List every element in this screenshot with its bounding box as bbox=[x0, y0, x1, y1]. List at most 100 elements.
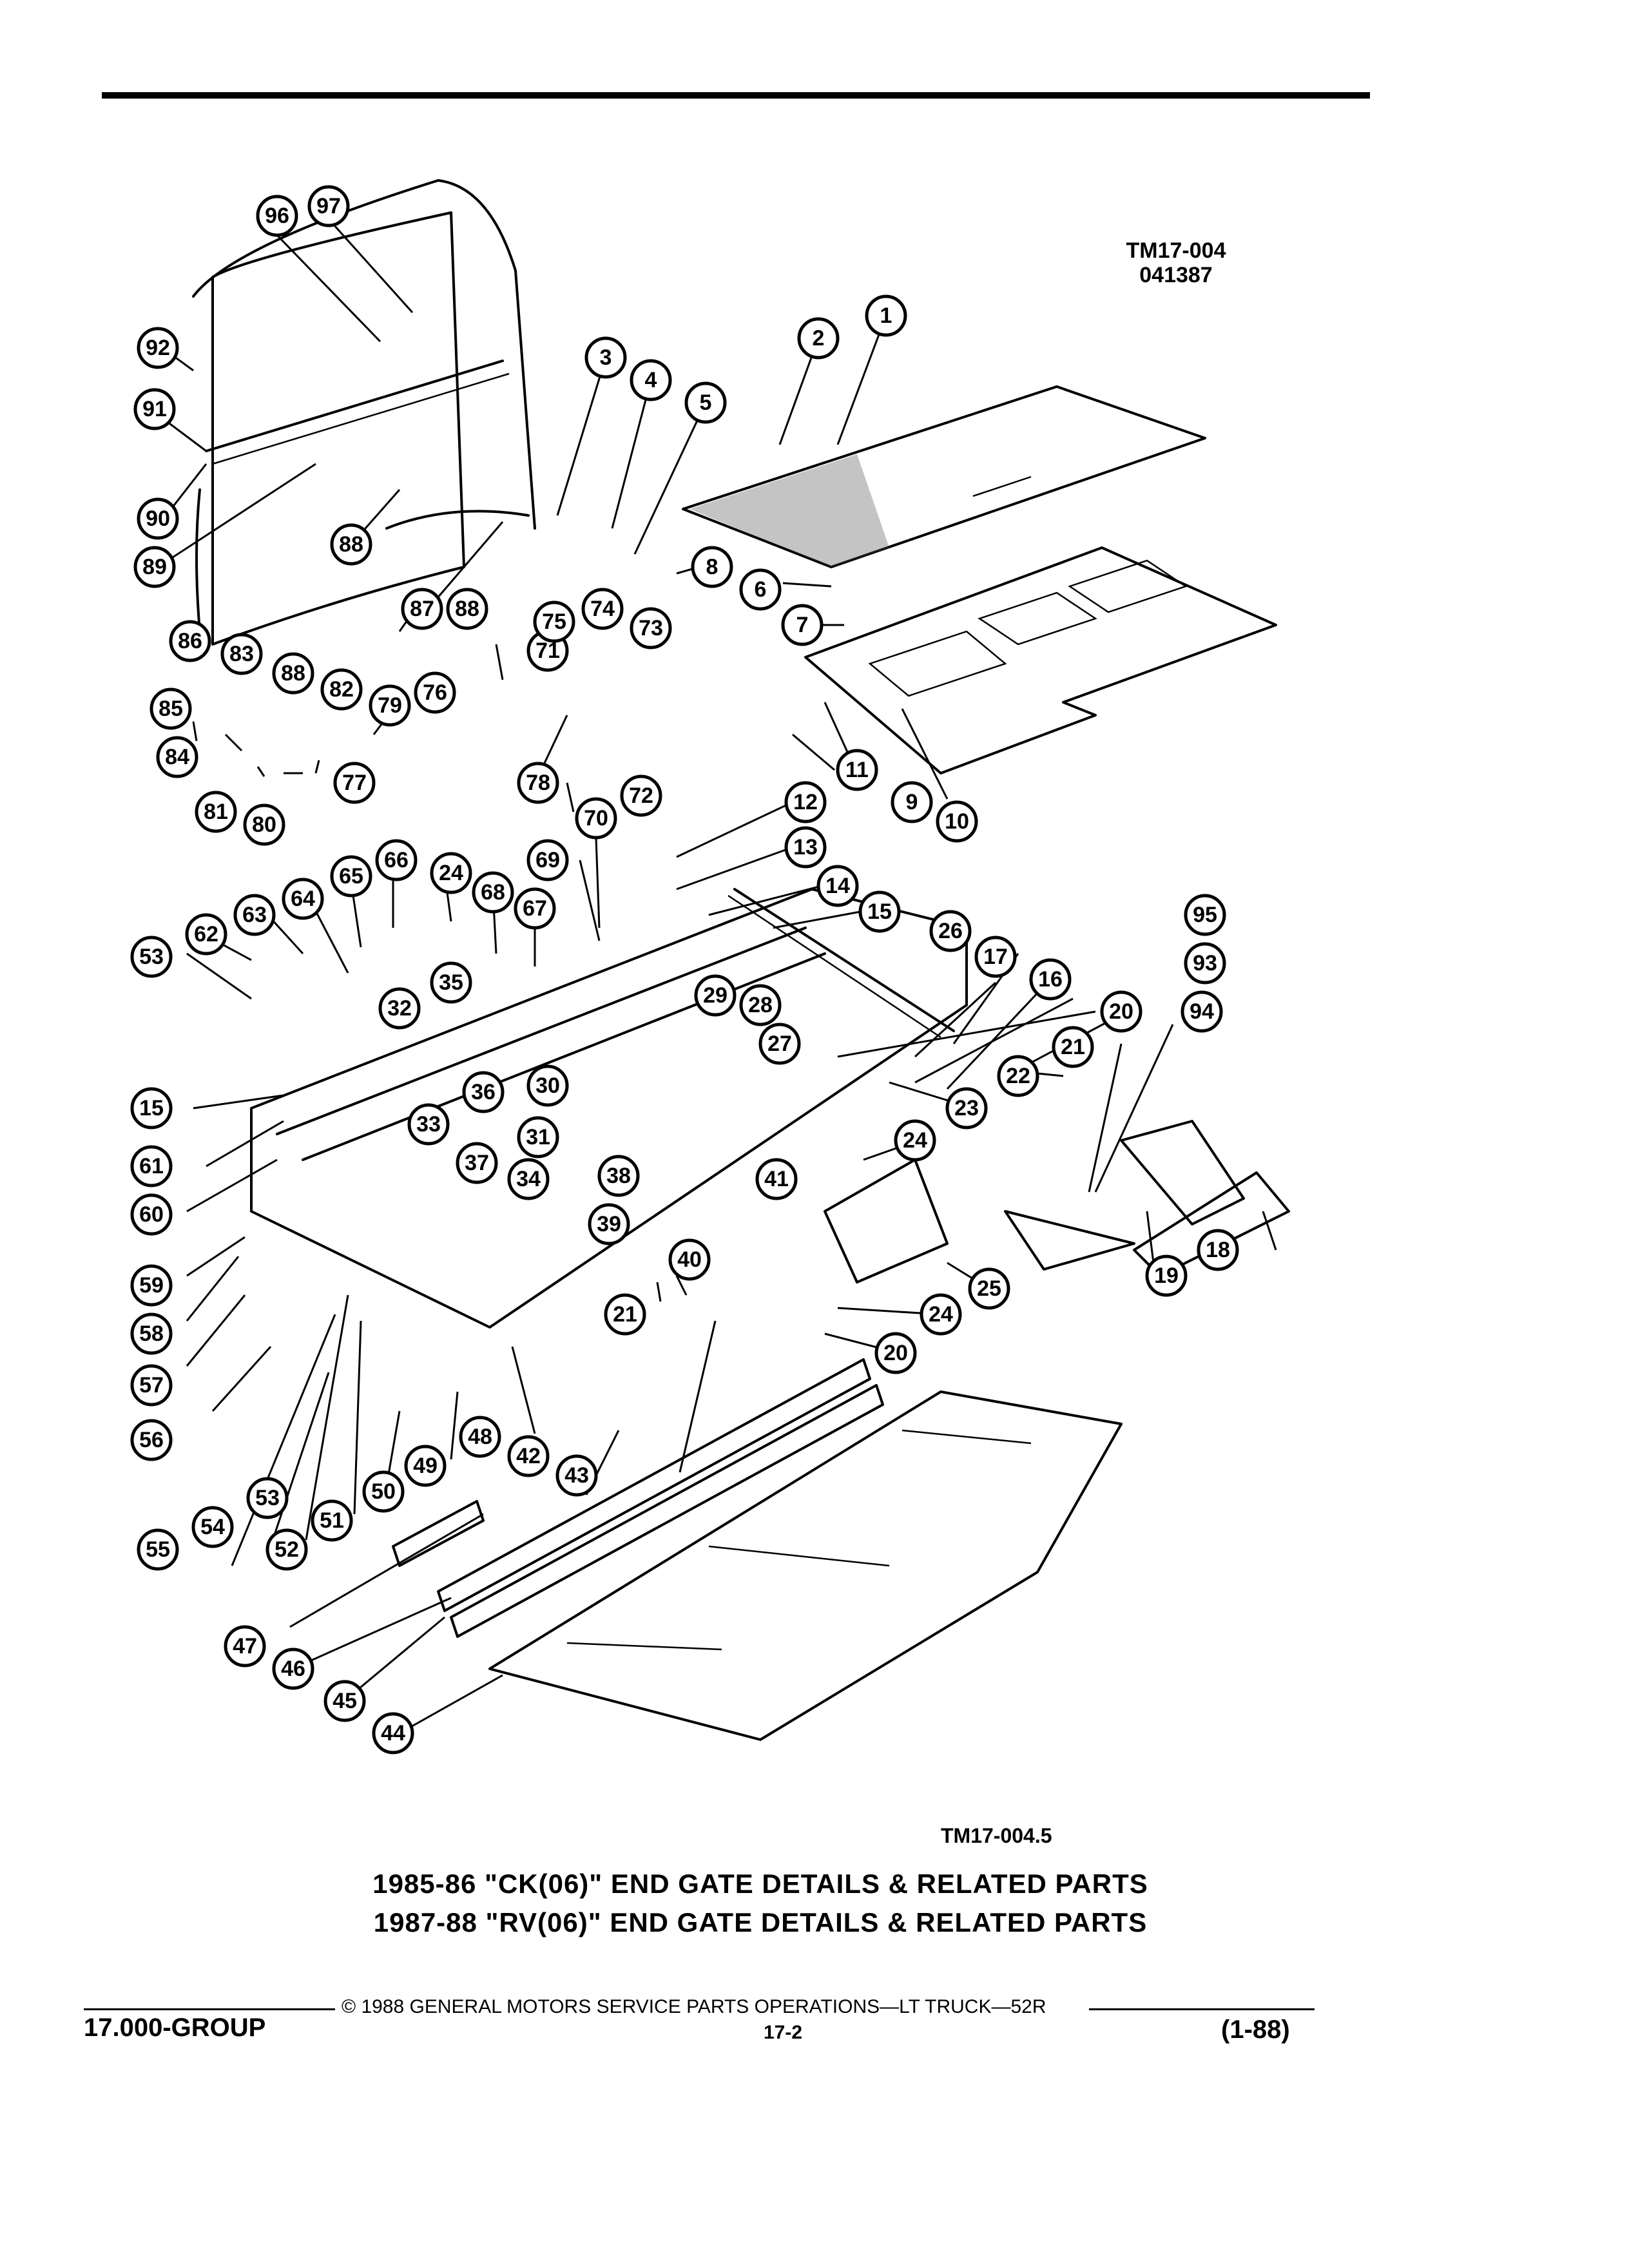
callout-24b: 24 bbox=[894, 1119, 936, 1162]
callout-label: 39 bbox=[597, 1212, 621, 1236]
callout-34: 34 bbox=[507, 1158, 550, 1200]
callout-label: 17 bbox=[983, 945, 1008, 969]
callout-5: 5 bbox=[684, 381, 727, 424]
callout-label: 30 bbox=[535, 1073, 560, 1098]
callout-51: 51 bbox=[311, 1499, 353, 1542]
footer-rule-left bbox=[84, 2008, 335, 2010]
callout-label: 21 bbox=[1061, 1035, 1085, 1059]
callout-20b: 20 bbox=[874, 1332, 917, 1374]
callout-label: 75 bbox=[542, 610, 566, 634]
callout-69: 69 bbox=[526, 839, 569, 881]
callout-70: 70 bbox=[575, 797, 617, 840]
callout-label: 34 bbox=[516, 1167, 541, 1191]
callout-label: 66 bbox=[384, 848, 409, 872]
callout-label: 56 bbox=[139, 1428, 164, 1452]
callout-43: 43 bbox=[555, 1454, 598, 1497]
callout-label: 90 bbox=[146, 506, 170, 531]
callout-13: 13 bbox=[784, 826, 827, 869]
callout-label: 41 bbox=[764, 1167, 789, 1191]
callout-6: 6 bbox=[739, 568, 782, 611]
callout-label: 43 bbox=[564, 1463, 589, 1488]
callout-42: 42 bbox=[507, 1435, 550, 1477]
figure-ref: TM17-004.5 bbox=[941, 1824, 1052, 1847]
callout-87: 87 bbox=[401, 588, 443, 630]
footer-rule-right bbox=[1089, 2008, 1315, 2010]
footer-copyright: © 1988 GENERAL MOTORS SERVICE PARTS OPER… bbox=[342, 1996, 1046, 2017]
callout-11: 11 bbox=[836, 749, 878, 791]
callout-label: 73 bbox=[639, 616, 663, 640]
callout-label: 16 bbox=[1038, 967, 1063, 992]
figure-caption-line2: 1987-88 "RV(06)" END GATE DETAILS & RELA… bbox=[373, 1907, 1148, 1937]
callout-88a: 88 bbox=[446, 588, 488, 630]
callout-label: 24 bbox=[903, 1128, 927, 1153]
callout-label: 49 bbox=[413, 1454, 438, 1478]
callout-25: 25 bbox=[968, 1267, 1010, 1310]
callout-label: 26 bbox=[938, 919, 963, 943]
callout-90: 90 bbox=[137, 497, 179, 540]
callout-label: 87 bbox=[410, 597, 434, 621]
callout-label: 24 bbox=[439, 861, 463, 885]
callout-label: 33 bbox=[416, 1112, 441, 1137]
callout-label: 55 bbox=[146, 1537, 170, 1562]
callout-83: 83 bbox=[220, 633, 263, 675]
callout-88c: 88 bbox=[330, 523, 372, 566]
callout-label: 38 bbox=[606, 1164, 631, 1188]
callout-label: 46 bbox=[281, 1657, 305, 1681]
callout-label: 93 bbox=[1193, 951, 1217, 975]
callout-label: 44 bbox=[381, 1721, 405, 1745]
callout-label: 2 bbox=[813, 326, 825, 351]
callout-label: 91 bbox=[142, 397, 167, 421]
callout-label: 9 bbox=[906, 790, 918, 814]
callout-91: 91 bbox=[133, 388, 176, 430]
callout-label: 24 bbox=[929, 1302, 953, 1327]
callout-1: 1 bbox=[865, 294, 907, 337]
callout-31: 31 bbox=[517, 1116, 559, 1158]
callout-77: 77 bbox=[333, 762, 376, 804]
callout-22: 22 bbox=[997, 1055, 1039, 1097]
callout-label: 31 bbox=[526, 1125, 550, 1149]
callout-81: 81 bbox=[195, 791, 237, 833]
callout-40: 40 bbox=[668, 1238, 711, 1281]
callout-85: 85 bbox=[149, 687, 192, 730]
callout-84: 84 bbox=[156, 736, 198, 778]
callout-label: 58 bbox=[139, 1321, 164, 1346]
callout-label: 36 bbox=[471, 1080, 496, 1104]
callout-label: 8 bbox=[706, 555, 718, 579]
callout-label: 21 bbox=[613, 1302, 637, 1327]
callout-label: 57 bbox=[139, 1373, 164, 1398]
callout-68: 68 bbox=[472, 871, 514, 914]
callout-86: 86 bbox=[169, 620, 211, 662]
callout-19: 19 bbox=[1145, 1254, 1188, 1297]
callout-82: 82 bbox=[320, 668, 363, 711]
callout-23: 23 bbox=[945, 1087, 988, 1129]
callout-67: 67 bbox=[514, 887, 556, 930]
callout-72: 72 bbox=[620, 774, 662, 817]
callout-label: 48 bbox=[468, 1425, 492, 1449]
callout-30: 30 bbox=[526, 1064, 569, 1107]
callout-75: 75 bbox=[533, 601, 575, 643]
callout-64: 64 bbox=[282, 878, 324, 920]
callout-label: 6 bbox=[755, 577, 767, 602]
callout-label: 13 bbox=[793, 835, 818, 860]
callout-66: 66 bbox=[375, 839, 418, 881]
callout-38: 38 bbox=[597, 1155, 640, 1197]
callout-48: 48 bbox=[459, 1416, 501, 1458]
callout-33: 33 bbox=[407, 1103, 450, 1146]
callout-label: 96 bbox=[265, 204, 289, 228]
callout-label: 3 bbox=[600, 345, 612, 370]
callout-label: 53 bbox=[139, 945, 164, 969]
top-rule bbox=[102, 92, 1370, 99]
callout-label: 88 bbox=[339, 532, 363, 557]
callout-49: 49 bbox=[404, 1445, 447, 1487]
callout-4: 4 bbox=[630, 359, 672, 401]
callout-label: 88 bbox=[281, 661, 305, 686]
callout-label: 89 bbox=[142, 555, 167, 579]
callout-label: 37 bbox=[465, 1151, 489, 1175]
callout-73: 73 bbox=[630, 607, 672, 649]
callout-74: 74 bbox=[581, 588, 624, 630]
callout-label: 77 bbox=[342, 771, 367, 795]
callout-44: 44 bbox=[372, 1712, 414, 1754]
callout-label: 15 bbox=[867, 899, 892, 924]
callout-label: 76 bbox=[423, 680, 447, 705]
callout-label: 47 bbox=[233, 1634, 257, 1658]
